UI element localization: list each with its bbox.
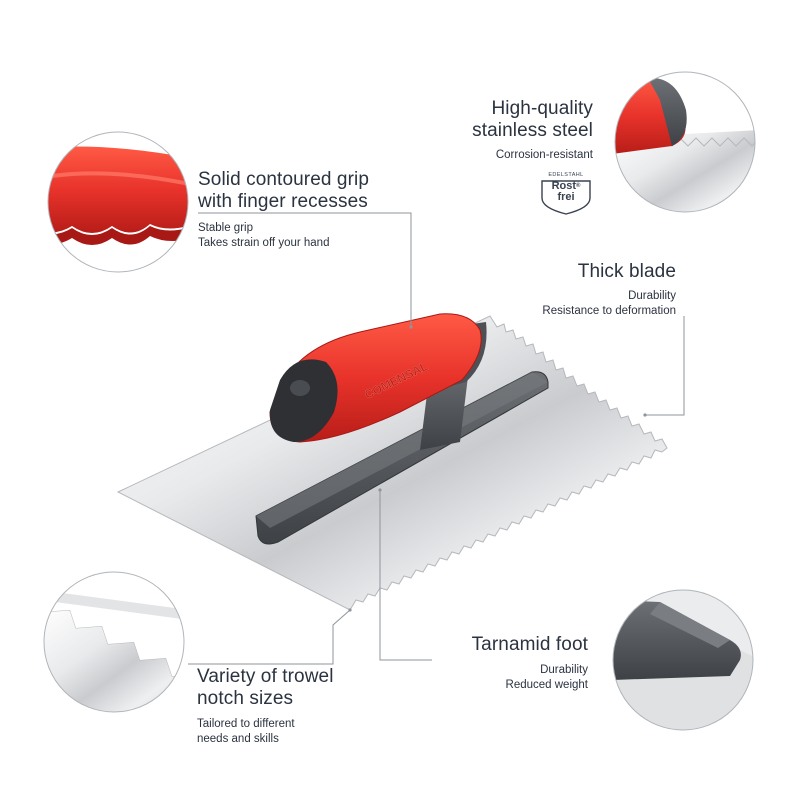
rostfrei-badge-text: Rost® frei: [551, 180, 581, 203]
feature-foot-notes: Durability Reduced weight: [505, 664, 588, 691]
feature-notch-notes: Tailored to different needs and skills: [197, 718, 295, 745]
leader-grip: [198, 212, 412, 327]
leader-blade: [645, 316, 685, 416]
feature-grip: Solid contoured grip with finger recesse…: [198, 169, 428, 251]
leader-lines: [188, 212, 685, 665]
feature-steel-title: High-quality stainless steel: [472, 98, 593, 141]
zoom-circle-foot: [612, 589, 754, 731]
leader-foot: [379, 490, 432, 661]
feature-steel: High-quality stainless steel Corrosion-r…: [440, 98, 593, 163]
feature-foot: Tarnamid foot Durability Reduced weight: [440, 634, 588, 693]
feature-notch-title: Variety of trowel notch sizes: [197, 666, 334, 709]
feature-blade: Thick blade Durability Resistance to def…: [480, 261, 676, 319]
trowel: COMENSAL: [116, 313, 668, 611]
feature-foot-title: Tarnamid foot: [471, 634, 588, 655]
feature-blade-title: Thick blade: [577, 261, 676, 282]
rostfrei-badge-shield: [541, 180, 591, 215]
feature-grip-notes: Stable grip Takes strain off your hand: [198, 222, 330, 249]
handle-end-cap: [269, 359, 338, 442]
feature-notch: Variety of trowel notch sizes Tailored t…: [197, 666, 427, 747]
zoom-circle-notch: [43, 571, 185, 713]
rostfrei-badge-top: EDELSTAHL: [548, 172, 584, 178]
zoom-circle-steel: [614, 71, 756, 213]
zoom-circle-grip: [47, 131, 189, 273]
feature-blade-notes: Durability Resistance to deformation: [542, 290, 676, 317]
rostfrei-badge: EDELSTAHL Rost® frei: [540, 172, 592, 210]
feature-grip-title: Solid contoured grip with finger recesse…: [198, 169, 369, 212]
feature-steel-notes: Corrosion-resistant: [495, 149, 593, 161]
leader-notch: [188, 609, 351, 665]
